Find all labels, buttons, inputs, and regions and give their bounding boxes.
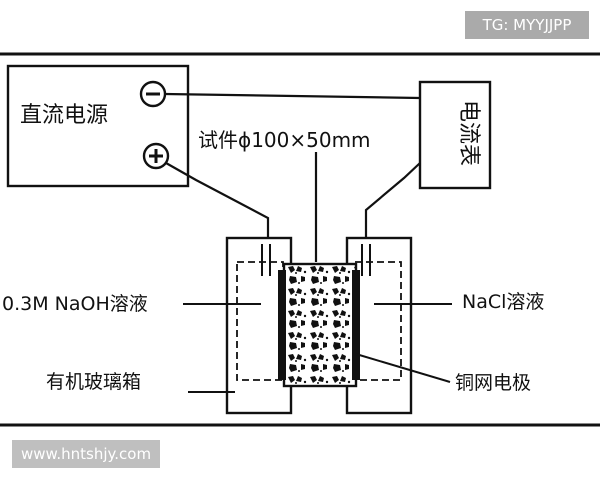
copper-mesh-right [352, 270, 360, 380]
ammeter-box [418, 80, 492, 190]
electrochemical-test-diagram: 直流电源 电流表 试件ϕ100×50mm 0.3M NaOH溶液 NaCl溶液 … [0, 52, 600, 427]
watermark-badge-bottom: www.hntshjy.com [12, 440, 160, 468]
box-label: 有机玻璃箱 [46, 371, 141, 393]
wire-ammeter-to-right-electrode [364, 162, 421, 252]
copper-mesh-left [278, 270, 286, 380]
electrode-label: 铜网电极 [455, 372, 531, 394]
electrode-leader [355, 353, 451, 383]
wire-negative-to-ammeter [164, 92, 421, 100]
nacl-label: NaCl溶液 [462, 291, 544, 313]
naoh-label: 0.3M NaOH溶液 [2, 293, 148, 315]
watermark-badge-top: TG: MYYJJPP [465, 11, 589, 39]
specimen-label: 试件ϕ100×50mm [198, 128, 371, 152]
positive-terminal-icon [142, 142, 170, 170]
negative-terminal-icon [139, 80, 167, 108]
ammeter-label: 电流表 [456, 100, 481, 166]
power-supply-label: 直流电源 [20, 103, 108, 128]
concrete-specimen [282, 262, 358, 388]
